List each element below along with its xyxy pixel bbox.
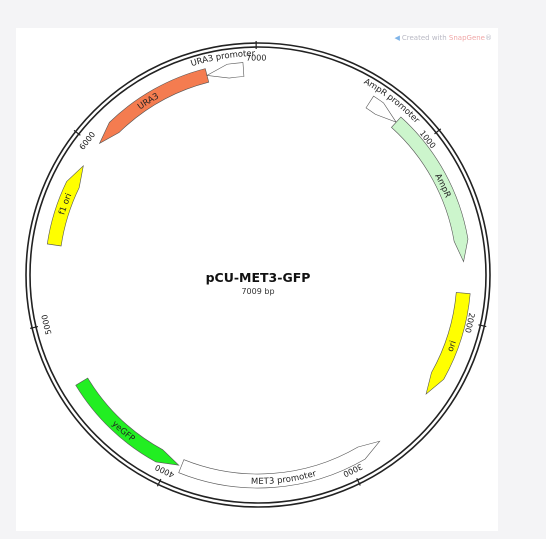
plasmid-length: 7009 bp (241, 287, 274, 296)
feature-arrow-yegfp (75, 377, 180, 466)
tick-label-5000: 5000 (40, 314, 53, 336)
tick-label-7000: 7000 (246, 53, 266, 62)
backbone-outer-circle (25, 42, 491, 508)
feature-arrow-ampr (391, 116, 469, 263)
tick-mark-1000 (434, 128, 442, 135)
feature-arrow-met3-promoter (178, 440, 381, 489)
snapgene-logo-icon: ◀ (394, 34, 400, 42)
tick-mark-3000 (356, 478, 361, 486)
feature-arrow-f1-ori (46, 164, 84, 247)
tick-label-6000: 6000 (78, 130, 98, 152)
snapgene-credit: ◀Created with SnapGene® (395, 34, 493, 42)
credit-brand: SnapGene (448, 34, 485, 42)
credit-suffix: ® (485, 34, 492, 42)
feature-arrow-ori (425, 292, 471, 395)
tick-mark-4000 (156, 478, 162, 487)
tick-mark-5000 (30, 325, 39, 329)
feature-arrow-ura3 (98, 68, 210, 145)
feature-label-ori: ori (445, 339, 458, 353)
feature-label-ura3-promoter: URA3 promoter (190, 49, 256, 69)
tick-label-4000: 4000 (154, 463, 176, 480)
feature-arrow-ampr-promoter (365, 95, 397, 123)
tick-mark-2000 (478, 324, 487, 328)
plasmid-name: pCU-MET3-GFP (206, 270, 311, 285)
feature-label-met3-promoter: MET3 promoter (251, 468, 318, 486)
backbone-inner-circle (29, 46, 487, 504)
tick-mark-6000 (73, 129, 81, 136)
feature-arrow-ura3-promoter (206, 62, 245, 79)
credit-prefix: Created with (401, 34, 449, 42)
